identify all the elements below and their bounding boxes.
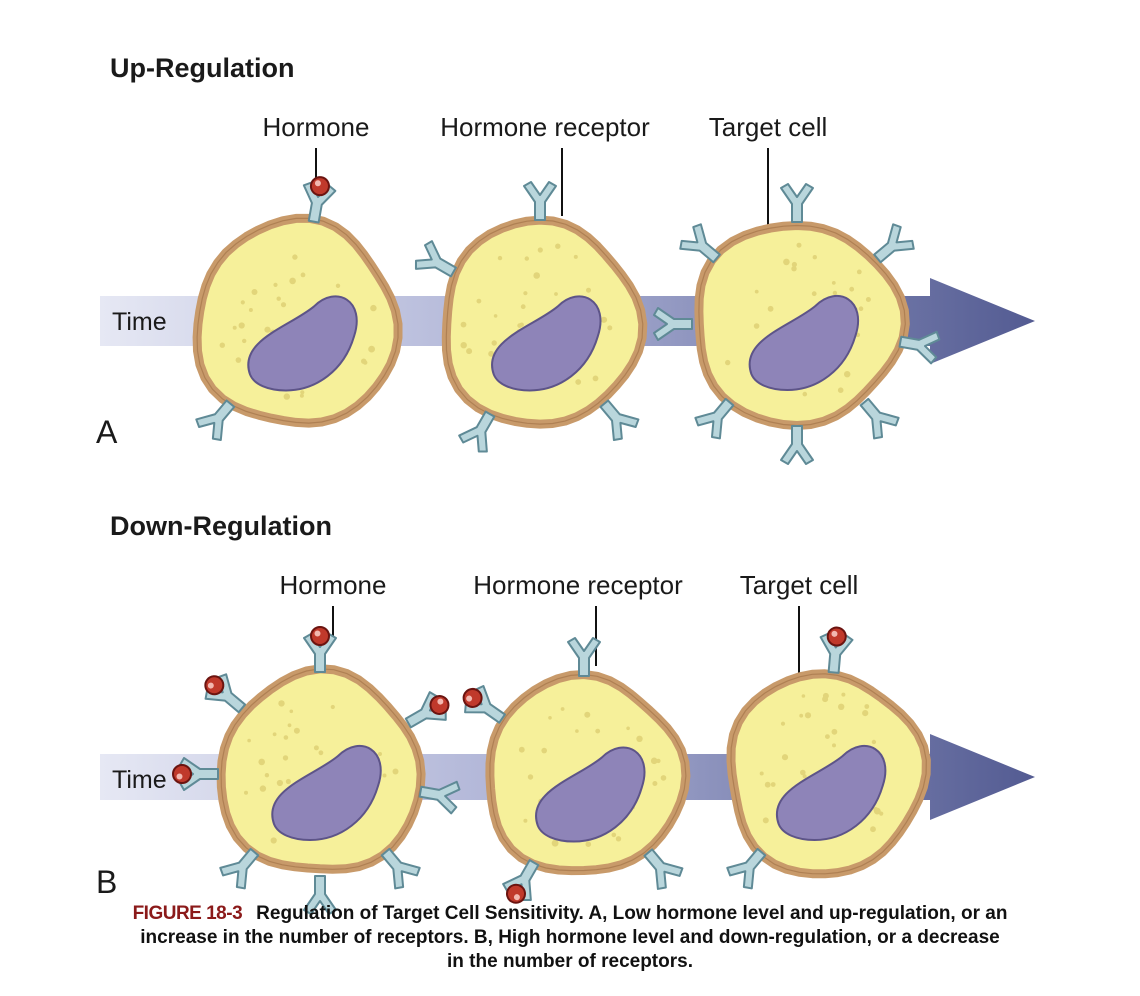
hormone-receptor-label: Hormone receptor [440,112,650,142]
hormone-molecule [310,626,330,646]
hormone-molecule [172,764,192,784]
hormone-label: Hormone [280,570,387,600]
cell-membrane-edge [730,673,927,875]
time-label: Time [112,766,167,794]
hormone-receptor [303,626,337,673]
cell-nucleus [775,745,887,842]
panel-letter: B [96,864,117,900]
hormone-receptor [296,176,338,226]
panel-letter: A [96,414,118,450]
target-cell [411,181,648,457]
hormone-receptor [172,757,219,791]
panel-title: Up-Regulation [110,53,294,83]
cell-membrane-edge [698,224,906,427]
target-cell-label: Target cell [740,570,859,600]
hormone-molecule [204,675,225,696]
cell-nucleus [535,746,646,843]
cell-nucleus [247,295,358,392]
target-cell [723,626,931,893]
hormone-label: Hormone [263,112,370,142]
cell-nucleus [271,745,382,842]
figure-caption: FIGURE 18-3 Regulation of Target Cell Sen… [40,902,1100,974]
figure-number: FIGURE 18-3 [132,903,243,924]
target-cell [653,183,942,465]
cell-row [172,626,931,915]
hormone-receptor [500,853,549,905]
target-cell-label: Target cell [709,112,828,142]
target-cell [172,626,462,915]
cell-nucleus [748,295,860,392]
hormone-receptor [523,181,557,221]
cell-membrane-edge [196,217,399,424]
cell-nucleus [491,295,602,392]
panel-down-regulation: Down-Regulation Time Hormone Hormone rec… [96,511,1035,915]
target-cell [192,176,403,445]
cell-membrane-edge [489,673,687,872]
caption-line-3: in the number of receptors. [447,951,693,972]
panel-up-regulation: Up-Regulation Time Hormone Hormone recep… [96,53,1035,465]
time-label: Time [112,308,167,336]
cell-membrane-edge [445,219,644,425]
hormone-receptor [780,425,814,465]
hormone-receptor [399,689,451,738]
target-cell [460,637,691,905]
hormone-molecule [826,626,847,647]
caption-line-2: increase in the number of receptors. B, … [140,927,1000,948]
panel-title: Down-Regulation [110,511,332,541]
hormone-receptor [816,626,854,675]
hormone-receptor [780,183,814,223]
caption-line-1: Regulation of Target Cell Sensitivity. A… [256,903,1008,924]
cell-row [192,176,942,465]
cell-membrane-edge [220,668,422,870]
hormone-receptor [201,670,254,722]
hormone-molecule [462,687,483,708]
hormone-molecule [506,883,526,904]
hormone-receptor [460,682,513,733]
hormone-receptor-label: Hormone receptor [473,570,683,600]
hormone-molecule [429,695,450,715]
